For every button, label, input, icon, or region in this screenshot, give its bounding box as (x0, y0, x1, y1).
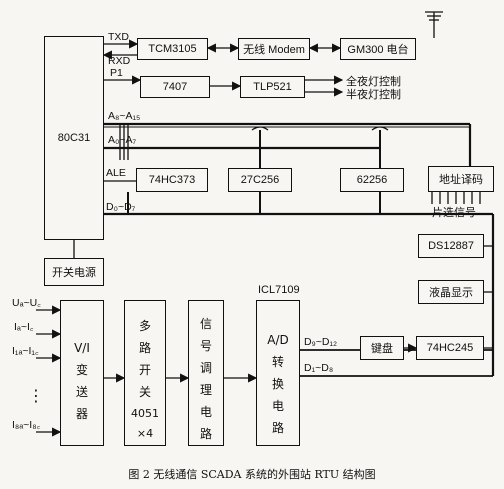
cond-line-3: 调 (199, 361, 212, 375)
rxd-label: RXD (108, 55, 131, 67)
cond-line-2: 号 (199, 339, 212, 353)
input-i8-label: I₈ₐ~I₈꜀ (12, 419, 41, 431)
mux-line-2: 路 (138, 341, 151, 355)
ram-62256-block: 62256 (340, 168, 404, 192)
cpu-80c31-block: 80C31 (44, 36, 104, 240)
input-i-label: Iₐ~I꜀ (14, 321, 34, 333)
gm300-radio-label: GM300 电台 (347, 44, 409, 56)
optocoupler-tlp521-block: TLP521 (240, 76, 305, 98)
ad-converter-block (256, 300, 300, 446)
mux-line-4: 关 (138, 385, 151, 399)
mux-line-3: 开 (138, 363, 151, 377)
p1-label: P1 (110, 67, 123, 79)
adc-line-5: 路 (271, 421, 284, 435)
cond-line-6: 路 (199, 427, 212, 441)
input-u-label: Uₐ~U꜀ (12, 297, 41, 309)
adc-data-high-label: D₉~D₁₂ (304, 336, 338, 348)
latch-74hc373-label: 74HC373 (148, 174, 196, 186)
adc-line-1: A/D (267, 333, 289, 347)
latch-74hc373-block: 74HC373 (136, 168, 208, 192)
adc-data-low-label: D₁~D₈ (304, 362, 334, 374)
cpu-label: 80C31 (57, 132, 91, 144)
mux-4051-block (124, 300, 166, 446)
output-all-night: 全夜灯控制 (346, 76, 401, 88)
vi-line-2: 变 (75, 363, 88, 377)
keyboard-buffer-74hc245-label: 74HC245 (426, 342, 474, 354)
keyboard-block: 键盘 (360, 336, 404, 360)
figure-caption: 图 2 无线通信 SCADA 系统的外围站 RTU 结构图 (128, 468, 376, 481)
mux-line-1: 多 (138, 319, 151, 333)
wireless-modem-block: 无线 Modem (238, 38, 310, 60)
eprom-27c256-label: 27C256 (240, 174, 280, 186)
cond-line-1: 信 (199, 317, 212, 331)
rtc-ds12887-block: DS12887 (418, 234, 484, 258)
buffer-7407-label: 7407 (162, 81, 188, 93)
wireless-modem-label: 无线 Modem (243, 44, 305, 56)
adc-chip-title: ICL7109 (258, 284, 300, 296)
lcd-display-label: 液晶显示 (429, 287, 473, 299)
cond-line-4: 理 (199, 383, 212, 397)
address-low-label: A₀~A₇ (108, 134, 137, 146)
chip-select-label: 片选信号 (432, 207, 476, 219)
optocoupler-tlp521-label: TLP521 (253, 81, 292, 93)
address-high-label: A₈~A₁₅ (108, 110, 141, 122)
keyboard-label: 键盘 (371, 343, 393, 355)
adc-line-4: 电 (271, 399, 284, 413)
vi-transmitter-block (60, 300, 104, 446)
gm300-radio-block: GM300 电台 (340, 38, 416, 60)
signal-conditioning-block (188, 300, 224, 446)
address-decoder-block: 地址译码 (428, 166, 494, 192)
vi-line-1: V/I (74, 341, 90, 355)
eprom-27c256-block: 27C256 (228, 168, 292, 192)
cond-line-5: 电 (199, 405, 212, 419)
address-decoder-label: 地址译码 (439, 174, 483, 186)
keyboard-buffer-74hc245-block: 74HC245 (416, 336, 484, 360)
mux-line-5: 4051 (131, 407, 159, 420)
vi-line-4: 器 (75, 407, 88, 421)
ram-62256-label: 62256 (356, 174, 388, 186)
tcm3105-label: TCM3105 (148, 43, 197, 55)
ale-label: ALE (106, 167, 126, 179)
rtc-ds12887-label: DS12887 (428, 240, 474, 252)
input-dots: ⋮ (28, 388, 44, 405)
data-bus-label: D₀~D₇ (106, 201, 136, 213)
power-supply-label: 开关电源 (52, 267, 96, 279)
lcd-display-block: 液晶显示 (418, 280, 484, 304)
buffer-7407-block: 7407 (140, 76, 210, 98)
tcm3105-block: TCM3105 (137, 38, 208, 60)
mux-line-6: ×4 (136, 427, 154, 440)
input-i1-label: I₁ₐ~I₁꜀ (12, 345, 39, 357)
txd-label: TXD (108, 31, 129, 43)
adc-line-2: 转 (271, 355, 284, 369)
adc-line-3: 换 (271, 377, 284, 391)
vi-line-3: 送 (75, 385, 88, 399)
output-half-night: 半夜灯控制 (346, 89, 401, 101)
power-supply-block: 开关电源 (44, 258, 104, 286)
